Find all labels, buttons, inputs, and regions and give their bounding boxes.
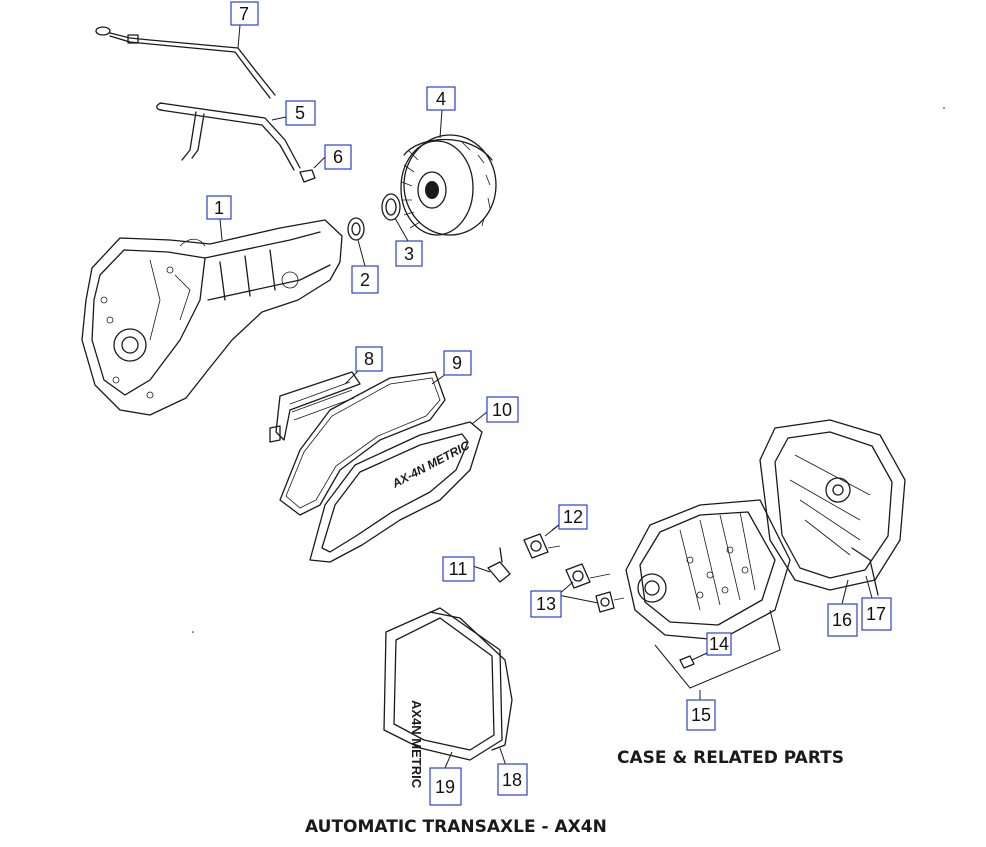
svg-text:5: 5 <box>295 103 305 123</box>
transmission-case-part <box>81 219 343 416</box>
svg-text:13: 13 <box>536 594 556 614</box>
callout-19: 19 <box>429 767 462 806</box>
pan-gasket-part <box>279 371 446 516</box>
svg-text:15: 15 <box>691 705 711 725</box>
seal-part-3 <box>381 193 401 221</box>
fitting-part <box>299 169 316 183</box>
cover-embossing-text: AX4N METRIC <box>409 700 424 789</box>
side-cover-part: AX4N METRIC <box>383 607 503 789</box>
dipstick-tube-part <box>156 102 301 171</box>
callout-10: 10 <box>486 396 519 423</box>
callout-18: 18 <box>497 763 528 796</box>
solenoid-part-13 <box>565 563 625 613</box>
callout-11: 11 <box>442 556 475 582</box>
pan-embossing-text: AX-4N METRIC <box>389 438 472 491</box>
callout-6: 6 <box>324 144 352 170</box>
callout-7: 7 <box>230 1 259 26</box>
solenoid-part-12 <box>523 523 561 559</box>
svg-text:2: 2 <box>360 270 370 290</box>
callout-1: 1 <box>206 195 232 220</box>
svg-text:18: 18 <box>502 770 522 790</box>
callout-13: 13 <box>530 590 562 618</box>
callout-16: 16 <box>827 603 858 637</box>
callout-14: 14 <box>706 632 732 656</box>
leader-lines <box>219 24 873 769</box>
seal-part-2 <box>347 217 365 241</box>
callout-15: 15 <box>686 699 716 731</box>
callout-12: 12 <box>558 504 588 530</box>
svg-text:1: 1 <box>214 198 224 218</box>
callout-8: 8 <box>355 346 383 372</box>
valve-body-part <box>625 499 791 669</box>
callout-4: 4 <box>426 86 456 111</box>
svg-text:16: 16 <box>832 610 852 630</box>
callout-9: 9 <box>443 350 472 376</box>
svg-text:19: 19 <box>435 777 455 797</box>
torque-converter-part <box>400 134 497 236</box>
svg-text:4: 4 <box>436 89 446 109</box>
svg-text:8: 8 <box>364 349 374 369</box>
callout-17: 17 <box>861 597 892 631</box>
svg-text:9: 9 <box>452 353 462 373</box>
callouts: 1 2 3 4 5 6 7 8 9 10 11 12 13 14 15 16 1… <box>206 1 892 806</box>
svg-text:3: 3 <box>404 244 414 264</box>
svg-text:10: 10 <box>492 400 512 420</box>
svg-text:17: 17 <box>866 604 886 624</box>
solenoid-part-11 <box>487 547 511 583</box>
oil-pan-part: AX-4N METRIC <box>309 421 483 563</box>
case-section-part <box>759 419 906 596</box>
callout-5: 5 <box>285 100 316 126</box>
svg-text:6: 6 <box>333 147 343 167</box>
svg-text:7: 7 <box>239 4 249 24</box>
dipstick-part <box>95 26 276 99</box>
side-cover-gasket-part <box>429 611 513 751</box>
svg-text:11: 11 <box>449 559 468 579</box>
svg-text:14: 14 <box>709 634 729 654</box>
callout-3: 3 <box>395 240 423 267</box>
section-title: CASE & RELATED PARTS <box>617 748 844 768</box>
main-title: AUTOMATIC TRANSAXLE - AX4N <box>305 817 607 837</box>
filter-part <box>269 371 361 443</box>
svg-text:12: 12 <box>563 507 583 527</box>
callout-2: 2 <box>351 265 379 294</box>
